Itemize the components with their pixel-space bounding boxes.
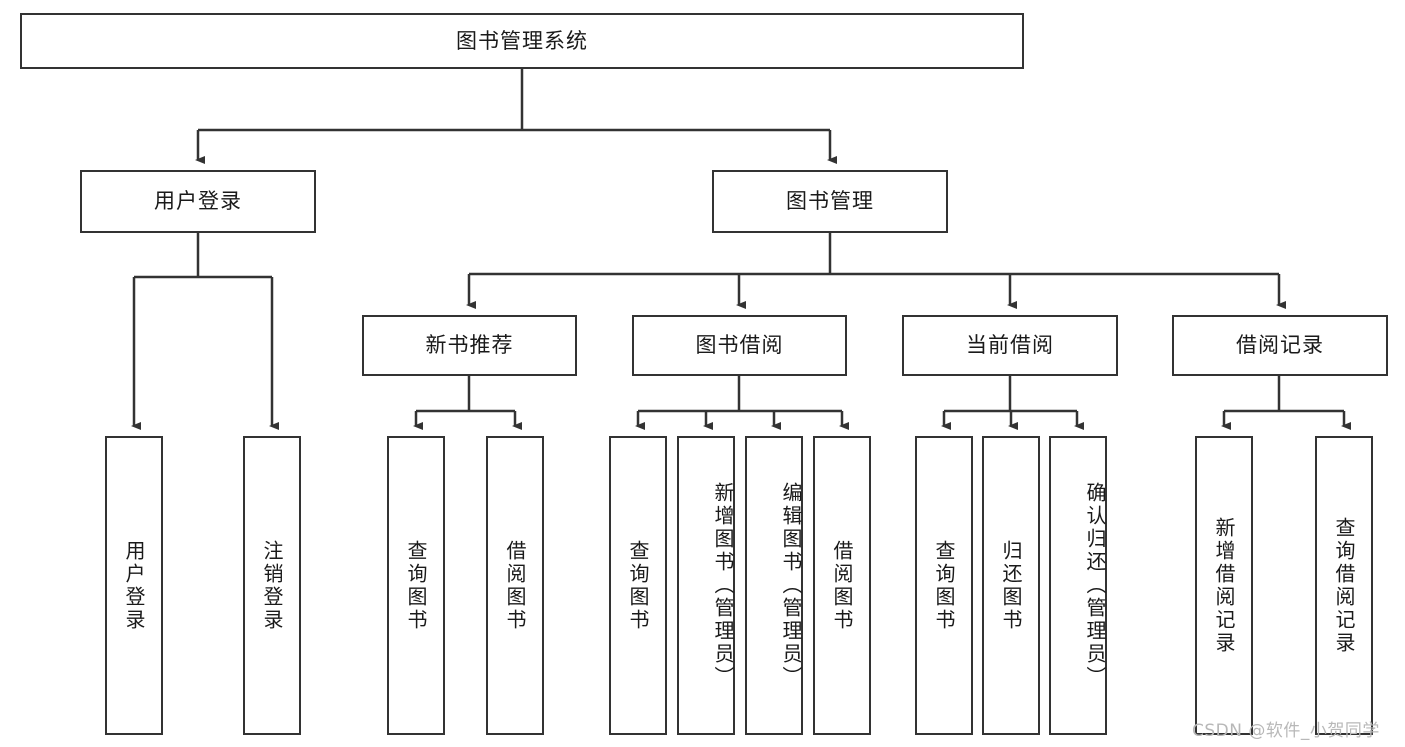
node-label: 查询图书 — [932, 539, 956, 632]
leaf-edit-book-admin[interactable]: 编辑图书（管理员） — [745, 436, 803, 735]
node-label: 归还图书 — [999, 539, 1023, 632]
node-label: 查询图书 — [626, 539, 650, 632]
node-label: 编辑图书（管理员） — [779, 482, 803, 689]
node-label: 图书管理 — [786, 189, 874, 213]
node-label: 新增借阅记录 — [1212, 516, 1236, 655]
node-borrow-record[interactable]: 借阅记录 — [1172, 315, 1388, 376]
node-label: 查询借阅记录 — [1332, 516, 1356, 655]
node-label: 当前借阅 — [966, 333, 1054, 357]
node-label: 注销登录 — [260, 539, 284, 632]
leaf-user-logout[interactable]: 注销登录 — [243, 436, 301, 735]
node-book-borrow[interactable]: 图书借阅 — [632, 315, 847, 376]
node-label: 借阅图书 — [503, 539, 527, 632]
node-label: 借阅图书 — [830, 539, 854, 632]
node-label: 新增图书（管理员） — [711, 482, 735, 689]
leaf-query-book-recommend[interactable]: 查询图书 — [387, 436, 445, 735]
leaf-query-borrow-record[interactable]: 查询借阅记录 — [1315, 436, 1373, 735]
leaf-user-login[interactable]: 用户登录 — [105, 436, 163, 735]
node-label: 借阅记录 — [1236, 333, 1324, 357]
node-label: 确认归还（管理员） — [1083, 482, 1107, 689]
node-book-manage[interactable]: 图书管理 — [712, 170, 948, 233]
node-label: 图书借阅 — [695, 333, 784, 357]
node-root-system[interactable]: 图书管理系统 — [20, 13, 1024, 69]
node-label: 图书管理系统 — [456, 28, 588, 53]
node-current-borrow[interactable]: 当前借阅 — [902, 315, 1118, 376]
leaf-borrow-book[interactable]: 借阅图书 — [813, 436, 871, 735]
node-label: 新书推荐 — [425, 333, 514, 357]
leaf-query-book-current[interactable]: 查询图书 — [915, 436, 973, 735]
node-new-book-recommend[interactable]: 新书推荐 — [362, 315, 577, 376]
node-label: 查询图书 — [404, 539, 428, 632]
csdn-watermark: CSDN @软件_小贺同学 — [1192, 721, 1380, 741]
leaf-borrow-book-recommend[interactable]: 借阅图书 — [486, 436, 544, 735]
leaf-return-book[interactable]: 归还图书 — [982, 436, 1040, 735]
node-label: 用户登录 — [154, 189, 242, 213]
leaf-add-borrow-record[interactable]: 新增借阅记录 — [1195, 436, 1253, 735]
node-user-login[interactable]: 用户登录 — [80, 170, 316, 233]
leaf-add-book-admin[interactable]: 新增图书（管理员） — [677, 436, 735, 735]
leaf-confirm-return-admin[interactable]: 确认归还（管理员） — [1049, 436, 1107, 735]
node-label: 用户登录 — [122, 539, 146, 632]
leaf-query-book-borrow[interactable]: 查询图书 — [609, 436, 667, 735]
